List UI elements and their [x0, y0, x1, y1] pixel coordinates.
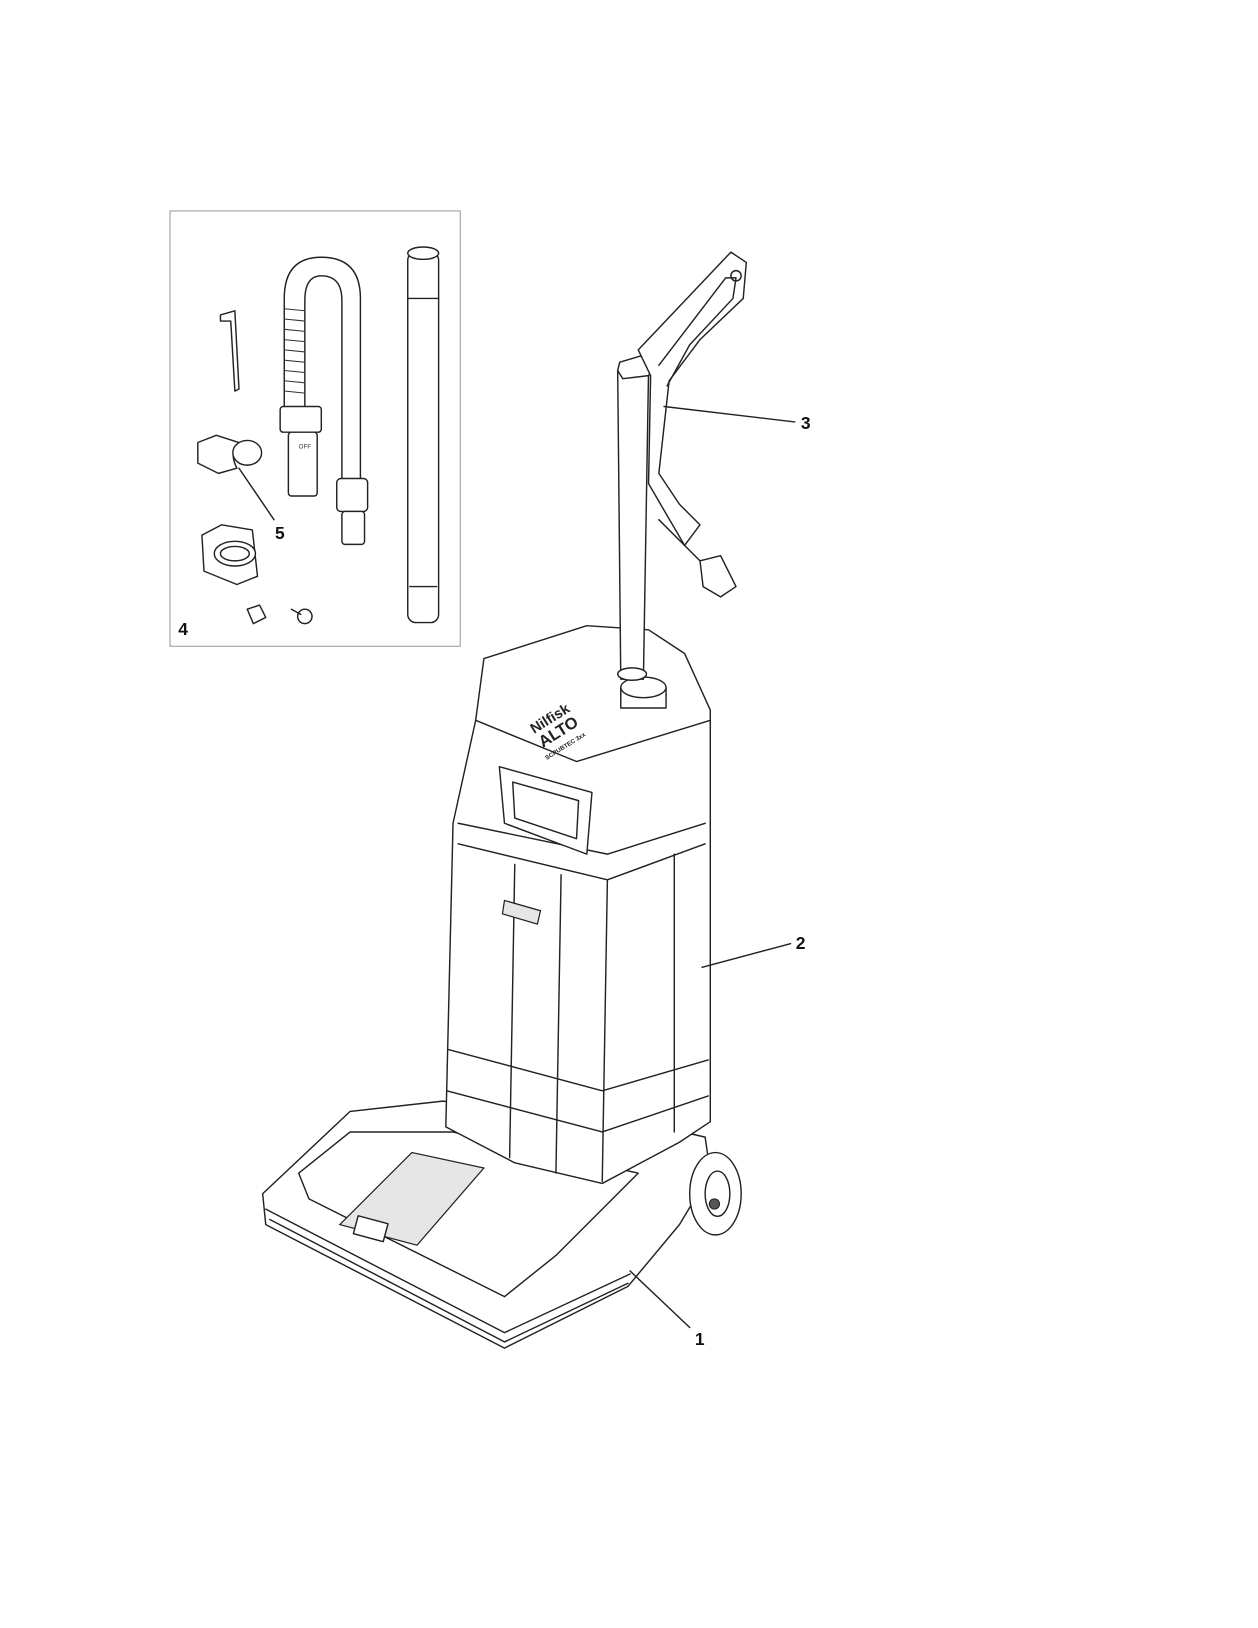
scrubber-machine: Nilfisk ALTO SCRUBTEC 3xx: [261, 251, 748, 1349]
callout-2: 2: [796, 933, 806, 953]
wand-tube: [407, 246, 440, 624]
hose-off-marking: OFF: [299, 444, 312, 451]
hex-key: [219, 310, 240, 392]
accessory-kit-inset: OFF: [169, 210, 461, 647]
hose: OFF: [279, 256, 369, 546]
screw: [290, 608, 313, 625]
callout-5: 5: [275, 523, 285, 543]
callout-4: 4: [178, 619, 188, 639]
callout-1: 1: [695, 1329, 705, 1349]
tank-body: Nilfisk ALTO SCRUBTEC 3xx: [445, 624, 712, 1185]
wall-bracket: [201, 524, 259, 586]
callout-3: 3: [801, 413, 811, 433]
nut: [246, 604, 267, 625]
handle-assembly: [616, 251, 748, 681]
leader-lines: [238, 405, 796, 1329]
